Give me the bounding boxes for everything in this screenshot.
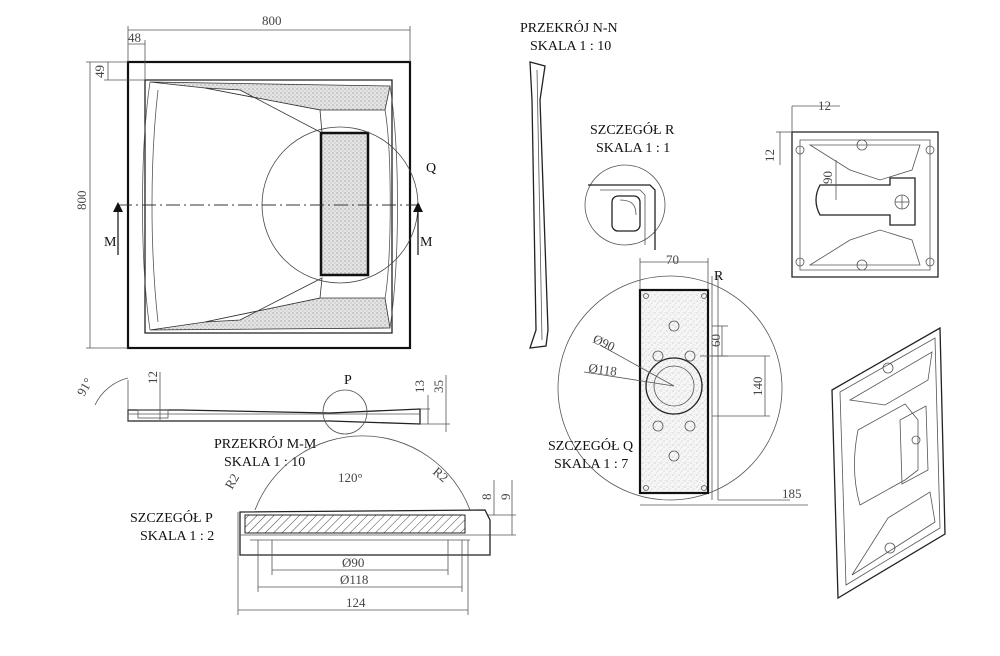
dim-dia118-p: Ø118 xyxy=(340,572,368,587)
dim-124: 124 xyxy=(346,595,366,610)
dim-r2-right: R2 xyxy=(430,464,451,485)
dim-dia90-q: Ø90 xyxy=(591,331,618,354)
section-m-m xyxy=(94,372,450,435)
detail-p-scale: SKALA 1 : 2 xyxy=(140,529,214,544)
dim-iso-90: 90 xyxy=(820,171,835,184)
section-nn-scale: SKALA 1 : 10 xyxy=(530,39,611,54)
detail-marker-p: P xyxy=(344,373,352,388)
section-n-n xyxy=(529,61,549,349)
dim-35: 35 xyxy=(431,380,446,393)
dim-120-degree: 120° xyxy=(338,470,363,485)
section-mm-scale: SKALA 1 : 10 xyxy=(224,455,305,470)
detail-q xyxy=(557,258,808,506)
dim-iso-12a: 12 xyxy=(818,98,831,113)
dim-8: 8 xyxy=(479,494,494,501)
dim-dia118-q: Ø118 xyxy=(588,360,618,379)
dim-185: 185 xyxy=(782,486,802,501)
detail-r xyxy=(584,164,666,250)
dim-9: 9 xyxy=(498,494,513,501)
dim-iso-12b: 12 xyxy=(762,149,777,162)
dim-800-width: 800 xyxy=(262,13,282,28)
detail-p xyxy=(237,435,516,615)
section-marker-m-right: M xyxy=(420,235,433,250)
detail-marker-q: Q xyxy=(426,161,436,176)
iso-3d-view xyxy=(831,326,946,600)
dim-12-section: 12 xyxy=(145,371,160,384)
dim-70: 70 xyxy=(666,252,679,267)
section-nn-title: PRZEKRÓJ N-N xyxy=(520,19,618,36)
dim-60: 60 xyxy=(708,334,723,347)
section-mm-title: PRZEKRÓJ M-M xyxy=(214,435,317,452)
section-marker-m-left: M xyxy=(104,235,117,250)
dim-140: 140 xyxy=(750,377,765,397)
iso-top-view xyxy=(776,105,939,278)
dim-48: 48 xyxy=(128,30,141,45)
plan-dimensions xyxy=(86,26,411,349)
dim-r2-left: R2 xyxy=(222,471,243,492)
detail-p-title: SZCZEGÓŁ P xyxy=(130,509,213,526)
detail-q-scale: SKALA 1 : 7 xyxy=(554,457,628,472)
dim-dia90-p: Ø90 xyxy=(342,555,364,570)
detail-marker-r: R xyxy=(714,269,724,284)
dim-91-degree: 91° xyxy=(74,375,96,398)
detail-r-scale: SKALA 1 : 1 xyxy=(596,141,670,156)
detail-r-title: SZCZEGÓŁ R xyxy=(590,121,675,138)
plan-view xyxy=(113,60,423,350)
dim-13: 13 xyxy=(412,380,427,393)
dim-49: 49 xyxy=(92,65,107,78)
detail-q-title: SZCZEGÓŁ Q xyxy=(548,437,633,454)
dim-800-height: 800 xyxy=(74,191,89,211)
